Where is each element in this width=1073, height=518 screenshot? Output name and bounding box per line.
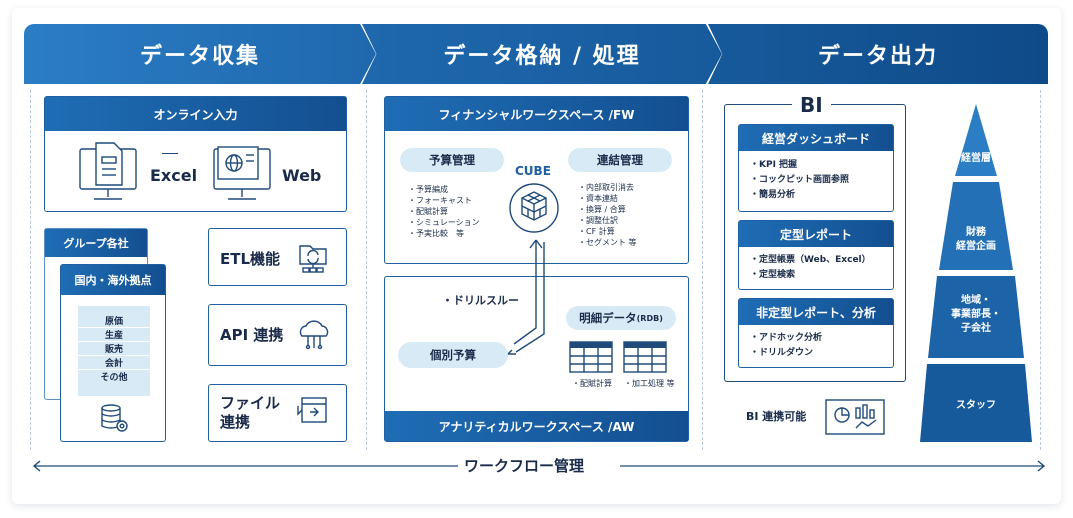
consolidation-pill: 連結管理 — [568, 148, 672, 172]
cloud-circuit-icon — [299, 320, 329, 350]
web-label: Web — [282, 166, 322, 185]
dashboard-box: 経営ダッシュボード — [738, 124, 894, 212]
org-pyramid — [920, 104, 1032, 442]
pyramid-level-finance: 財務 経営企画 — [956, 227, 996, 252]
dashboard-item: ・簡易分析 — [750, 190, 796, 200]
file-label-1: ファイル — [220, 394, 281, 412]
pyramid-level-regional: 地域・ 事業部長・ 子会社 — [951, 295, 1001, 334]
fixed-item: ・定型帳票（Web、Excel） — [750, 255, 871, 265]
fixed-report-box: 定型レポート — [738, 220, 894, 290]
file-transfer-icon — [297, 397, 327, 423]
pyramid-level-staff: スタッフ — [956, 400, 996, 411]
online-input-box: オンライン入力 — [44, 96, 347, 212]
banner-data-output: データ出力 — [708, 24, 1048, 84]
budget-item: ・フォーキャスト — [408, 196, 472, 205]
source-item: 会計 — [78, 356, 150, 370]
budget-item: ・配賦計算 — [408, 207, 448, 216]
etl-label: ETL機能 — [220, 250, 281, 268]
divider-left — [30, 90, 31, 450]
source-item: 生産 — [78, 328, 150, 342]
analytics-chart-icon — [825, 399, 885, 435]
budget-item: ・予実比較 等 — [408, 229, 464, 238]
group-header: グループ各社 — [45, 229, 147, 257]
web-monitor-icon — [213, 146, 271, 200]
dashboard-header: 経営ダッシュボード — [739, 125, 893, 151]
consol-item: ・CF 計算 — [578, 227, 615, 236]
bi-link-label: BI 連携可能 — [746, 410, 807, 423]
workflow-label: ワークフロー管理 — [464, 457, 585, 475]
pyramid-level-executive: 経営層 — [961, 153, 991, 164]
table-icon — [623, 341, 667, 373]
adhoc-item: ・ドリルダウン — [750, 348, 814, 358]
adhoc-report-box: 非定型レポート、分析 — [738, 298, 894, 368]
detail-data-suffix: (RDB) — [636, 313, 663, 323]
consol-item: ・換算 / 合算 — [578, 205, 626, 214]
file-label-2: 連携 — [220, 413, 251, 431]
individual-budget-pill: 個別予算 — [398, 342, 508, 368]
budget-item: ・シミュレーション — [408, 218, 480, 227]
detail-data-pill: 明細データ(RDB) — [566, 306, 676, 330]
fw-header: フィナンシャルワークスペース /FW — [385, 97, 688, 131]
workflow-arrow — [32, 460, 1046, 472]
dashboard-item: ・コックピット画面参照 — [750, 175, 850, 185]
api-label: API 連携 — [220, 326, 284, 344]
consolidation-items: ・内部取引消去 ・資本連結 ・換算 / 合算 ・調整仕訳 ・CF 計算 ・セグメ… — [578, 182, 683, 248]
adhoc-item: ・アドホック分析 — [750, 333, 823, 343]
domestic-header: 国内・海外拠点 — [61, 265, 165, 295]
database-gear-icon — [101, 404, 128, 432]
etl-box — [208, 228, 347, 286]
banner-output-label: データ出力 — [817, 44, 938, 69]
etl-folder-icon — [299, 245, 327, 273]
bi-title: BI — [792, 93, 831, 117]
consol-item: ・資本連結 — [578, 194, 618, 203]
file-label: ファイル 連携 — [220, 394, 280, 432]
adhoc-report-header: 非定型レポート、分析 — [739, 299, 893, 325]
excel-label: Excel — [150, 166, 198, 185]
drill-through-label: ・ドリルスルー — [442, 294, 519, 307]
aw-header: アナリティカルワークスペース /AW — [385, 411, 688, 441]
source-item: 販売 — [78, 342, 150, 356]
cube-icon — [509, 183, 559, 233]
consol-item: ・セグメント 等 — [578, 238, 637, 247]
fw-box: フィナンシャルワークスペース /FW — [384, 96, 689, 264]
divider-mid2 — [702, 90, 703, 450]
divider-right — [1040, 90, 1041, 450]
detail-note: ・配賦計算 — [572, 379, 612, 388]
fixed-item: ・定型検索 — [750, 270, 796, 280]
source-item: 原価 — [78, 314, 150, 328]
banner-collect-label: データ収集 — [139, 44, 260, 69]
cube-label: CUBE — [515, 164, 551, 178]
dashboard-items: ・KPI 把握 ・コックピット画面参照 ・簡易分析 — [750, 158, 849, 203]
file-box — [208, 384, 347, 442]
budget-item: ・予算編成 — [408, 185, 448, 194]
budget-items: ・予算編成 ・フォーキャスト ・配賦計算 ・シミュレーション ・予実比較 等 — [408, 184, 508, 239]
fixed-items: ・定型帳票（Web、Excel） ・定型検索 — [750, 253, 871, 283]
api-box — [208, 304, 347, 366]
banner-data-store: データ格納 / 処理 — [362, 24, 722, 84]
source-item: その他 — [100, 373, 128, 383]
consol-item: ・内部取引消去 — [578, 183, 634, 192]
consol-item: ・調整仕訳 — [578, 216, 618, 225]
source-list: 原価 生産 販売 会計 その他 — [78, 306, 150, 396]
table-icon — [569, 341, 613, 373]
excel-dash — [162, 153, 178, 154]
budget-pill: 予算管理 — [400, 148, 504, 172]
online-input-header: オンライン入力 — [45, 97, 346, 131]
divider-mid1 — [366, 90, 367, 450]
excel-monitor-icon — [79, 142, 137, 200]
fixed-report-header: 定型レポート — [739, 221, 893, 247]
adhoc-items: ・アドホック分析 ・ドリルダウン — [750, 331, 822, 361]
banner-store-label: データ格納 / 処理 — [443, 44, 641, 69]
detail-note: ・加工処理 等 — [624, 379, 675, 388]
banner-data-collection: データ収集 — [24, 24, 376, 84]
drill-arrows — [506, 239, 545, 355]
detail-data-label: 明細データ — [579, 311, 637, 325]
dashboard-item: ・KPI 把握 — [750, 160, 798, 170]
